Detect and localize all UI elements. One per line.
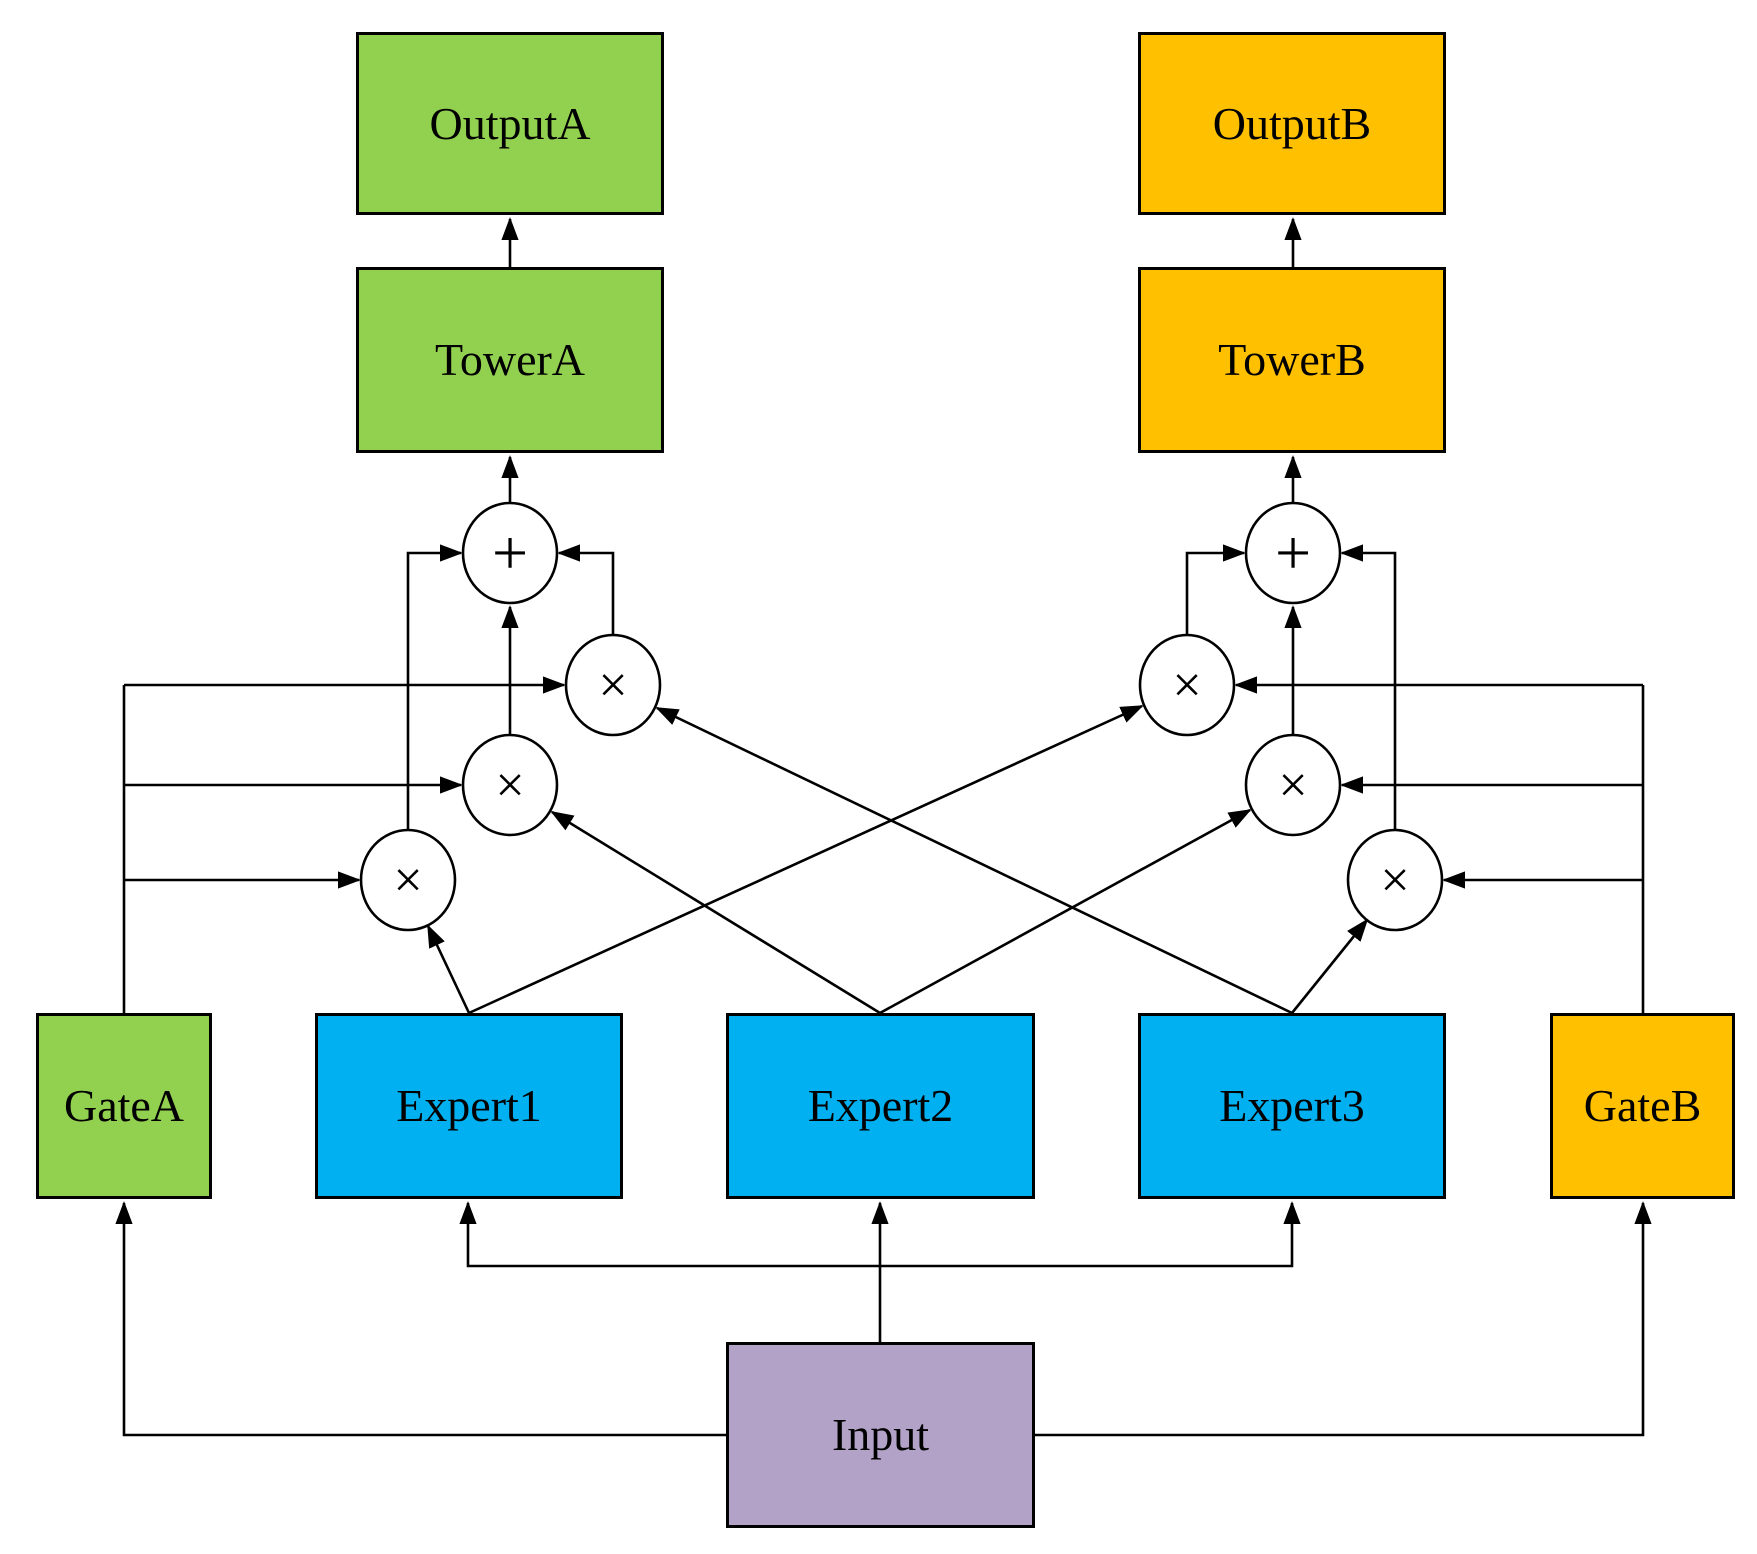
node-expert-3-label: Expert3 — [1219, 1080, 1365, 1131]
node-output-b-label: OutputB — [1212, 97, 1372, 149]
node-tower-b: TowerB — [1138, 267, 1446, 453]
edge-expert-2-to-mul-b2 — [879, 808, 1252, 1015]
node-expert-2-label: Expert2 — [807, 1080, 954, 1131]
edge-input-to-expert-1 — [459, 1201, 880, 1268]
node-tower-b-label: TowerB — [1218, 334, 1366, 385]
edge-expert-3-to-mul-a1 — [655, 706, 1293, 1015]
multiply-node-a2 — [461, 733, 559, 837]
node-expert-1: Expert1 — [315, 1013, 623, 1199]
edge-mul-b3-to-sum-b — [1340, 544, 1397, 830]
edge-mul-b1-to-sum-b — [1185, 544, 1246, 635]
node-expert-1-label: Expert1 — [396, 1080, 542, 1131]
multiply-node-b3 — [1346, 828, 1444, 932]
node-gate-b: GateB — [1550, 1013, 1735, 1199]
node-gate-b-label: GateB — [1583, 1080, 1702, 1131]
edge-mul-a1-to-sum-a — [557, 544, 615, 635]
node-expert-3: Expert3 — [1138, 1013, 1446, 1199]
edge-expert-2-to-mul-a2 — [550, 810, 881, 1015]
edge-input-to-expert-3 — [880, 1201, 1301, 1268]
edge-input-to-gate-b — [1035, 1201, 1652, 1437]
node-output-a: OutputA — [356, 32, 664, 215]
node-gate-a-label: GateA — [63, 1080, 185, 1131]
edge-expert-3-to-mul-b3 — [1290, 918, 1369, 1014]
multiply-node-b2 — [1244, 733, 1342, 837]
node-output-b: OutputB — [1138, 32, 1446, 215]
node-input-label: Input — [831, 1409, 930, 1460]
edge-input-to-gate-a — [115, 1201, 726, 1437]
node-input: Input — [726, 1342, 1035, 1528]
multiply-node-a1 — [564, 633, 662, 737]
edge-expert-1-to-mul-a3 — [426, 924, 471, 1014]
edge-expert-1-to-mul-b1 — [468, 704, 1144, 1015]
sum-node-b — [1244, 501, 1342, 605]
node-output-a-label: OutputA — [429, 97, 591, 149]
multiply-node-b1 — [1138, 633, 1236, 737]
node-tower-a-label: TowerA — [434, 334, 586, 385]
sum-node-a — [461, 501, 559, 605]
multiply-node-a3 — [359, 828, 457, 932]
node-expert-2: Expert2 — [726, 1013, 1035, 1199]
edge-mul-a3-to-sum-a — [406, 544, 463, 830]
node-tower-a: TowerA — [356, 267, 664, 453]
node-gate-a: GateA — [36, 1013, 212, 1199]
